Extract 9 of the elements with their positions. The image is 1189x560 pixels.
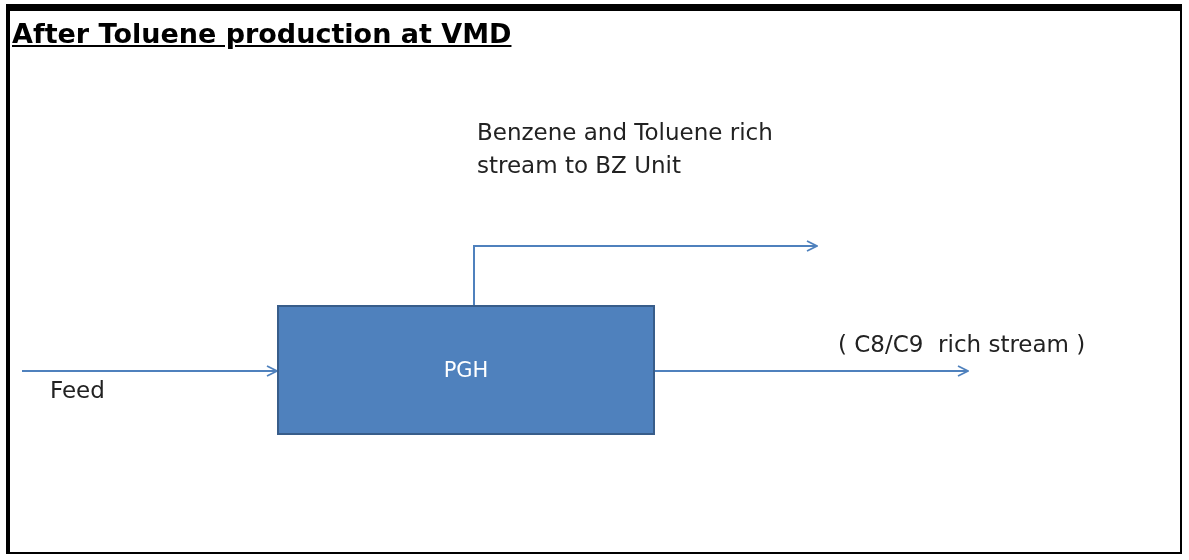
stream-label: Feed bbox=[50, 374, 130, 408]
stream-label: ( C8/C9 rich stream ) bbox=[838, 328, 1188, 362]
stream-label: Benzene and Toluene rich stream to BZ Unit bbox=[477, 116, 817, 183]
arrow bbox=[21, 365, 278, 377]
arrow bbox=[654, 365, 969, 377]
diagram-title: After Toluene production at VMD bbox=[12, 18, 512, 49]
box-label: PGH bbox=[443, 358, 489, 382]
arrow bbox=[473, 240, 818, 306]
process-box bbox=[277, 305, 655, 435]
